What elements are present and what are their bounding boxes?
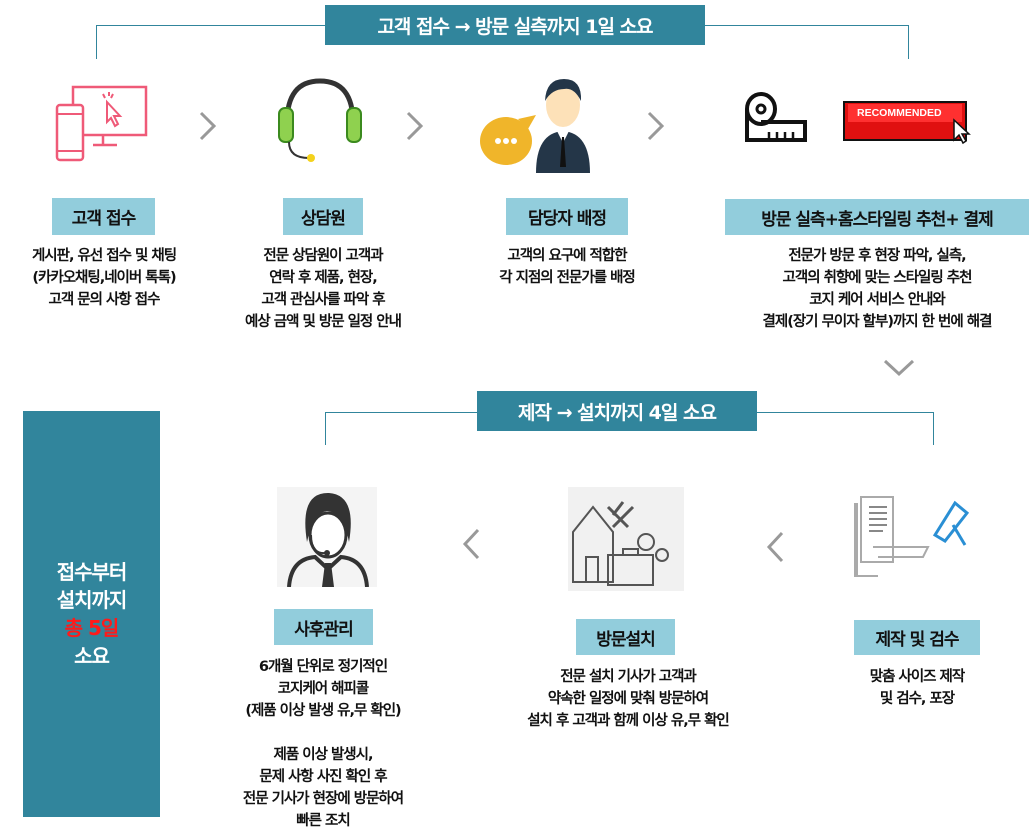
recommended-button-icon: RECOMMENDED	[842, 100, 972, 145]
chevron-left-icon	[766, 531, 784, 563]
tape-measure-icon	[745, 92, 807, 142]
chevron-left-icon	[462, 528, 480, 560]
total-duration-box: 접수부터 설치까지 총 5일 소요	[23, 411, 160, 817]
top-banner: 고객 접수 → 방문 실측까지 1일 소요	[325, 5, 705, 45]
step-desc-assign-manager: 고객의 요구에 적합한 각 지점의 전문가를 배정	[499, 245, 636, 289]
side-line: 설치까지	[56, 588, 128, 612]
desc-line: 예상 금액 및 방문 일정 안내	[245, 314, 402, 330]
step-desc-counselor: 전문 상담원이 고객과 연락 후 제품, 현장, 고객 관심사를 파악 후 예상…	[245, 245, 402, 333]
manager-chat-icon	[480, 79, 590, 173]
desc-line: 고객의 취향에 맞는 스타일링 추천	[782, 270, 973, 286]
document-sign-icon	[854, 496, 970, 577]
desc-line: 전문 상담원이 고객과	[263, 248, 383, 264]
step-label-visit-measure-payment: 방문 실측+홈스타일링 추천+ 결제	[725, 199, 1029, 235]
step-label-counselor: 상담원	[283, 198, 363, 235]
chevron-right-icon	[199, 111, 217, 141]
chevron-right-icon	[406, 111, 424, 141]
desc-line: 맞춤 사이즈 제작	[869, 669, 965, 685]
step-desc-visit-measure-payment: 전문가 방문 후 현장 파악, 실측, 고객의 취향에 맞는 스타일링 추천 코…	[762, 245, 993, 333]
desc-line: 각 지점의 전문가를 배정	[499, 270, 636, 286]
step-label-assign-manager: 담당자 배정	[506, 198, 628, 235]
desc-line: 코지케어 해피콜	[277, 681, 369, 697]
computer-mobile-icon	[55, 85, 148, 162]
step-desc-after-service: 6개월 단위로 정기적인 코지케어 해피콜 (제품 이상 발생 유,무 확인) …	[242, 656, 404, 832]
step-label-customer-intake: 고객 접수	[52, 198, 155, 235]
step-desc-installation: 전문 설치 기사가 고객과 약속한 일정에 맞춰 방문하여 설치 후 고객과 함…	[527, 666, 730, 732]
desc-line: (카카오채팅,네이버 톡톡)	[32, 270, 176, 286]
recommended-text: RECOMMENDED	[857, 107, 942, 119]
step-label-production-inspection: 제작 및 검수	[854, 620, 980, 655]
desc-line	[243, 722, 403, 744]
desc-line: 고객 문의 사항 접수	[48, 292, 161, 308]
chevron-right-icon	[647, 111, 665, 141]
desc-line: 빠른 조치	[296, 813, 350, 829]
installation-tools-icon	[568, 487, 684, 591]
desc-line: 전문 설치 기사가 고객과	[560, 669, 697, 685]
headset-icon	[278, 78, 362, 162]
desc-line: (제품 이상 발생 유,무 확인)	[245, 703, 401, 719]
side-line: 소요	[74, 644, 110, 668]
desc-line: 전문가 방문 후 현장 파악, 실측,	[788, 248, 966, 264]
desc-line: 설치 후 고객과 함께 이상 유,무 확인	[527, 713, 730, 729]
support-agent-icon	[277, 487, 377, 587]
desc-line: 제품 이상 발생시,	[273, 747, 374, 763]
bottom-banner: 제작 → 설치까지 4일 소요	[477, 391, 757, 431]
desc-line: 및 검수, 포장	[879, 691, 955, 707]
desc-line: 약속한 일정에 맞춰 방문하여	[547, 691, 709, 707]
desc-line: 문제 사항 사진 확인 후	[259, 769, 387, 785]
desc-line: 6개월 단위로 정기적인	[258, 659, 388, 675]
desc-line: 연락 후 제품, 현장,	[269, 270, 378, 286]
step-label-installation: 방문설치	[576, 619, 675, 655]
chevron-down-icon	[883, 359, 915, 377]
step-label-after-service: 사후관리	[274, 609, 373, 645]
desc-line: 게시판, 유선 접수 및 채팅	[31, 248, 177, 264]
desc-line: 결제(장기 무이자 할부)까지 한 번에 해결	[762, 314, 993, 330]
desc-line: 고객의 요구에 적합한	[507, 248, 627, 264]
desc-line: 전문 기사가 현장에 방문하여	[242, 791, 404, 807]
step-desc-customer-intake: 게시판, 유선 접수 및 채팅 (카카오채팅,네이버 톡톡) 고객 문의 사항 …	[31, 245, 177, 311]
desc-line: 코지 케어 서비스 안내와	[809, 292, 946, 308]
desc-line: 고객 관심사를 파악 후	[261, 292, 385, 308]
side-line-highlight: 총 5일	[64, 616, 120, 640]
step-desc-production-inspection: 맞춤 사이즈 제작 및 검수, 포장	[869, 666, 965, 710]
side-line: 접수부터	[56, 560, 128, 584]
